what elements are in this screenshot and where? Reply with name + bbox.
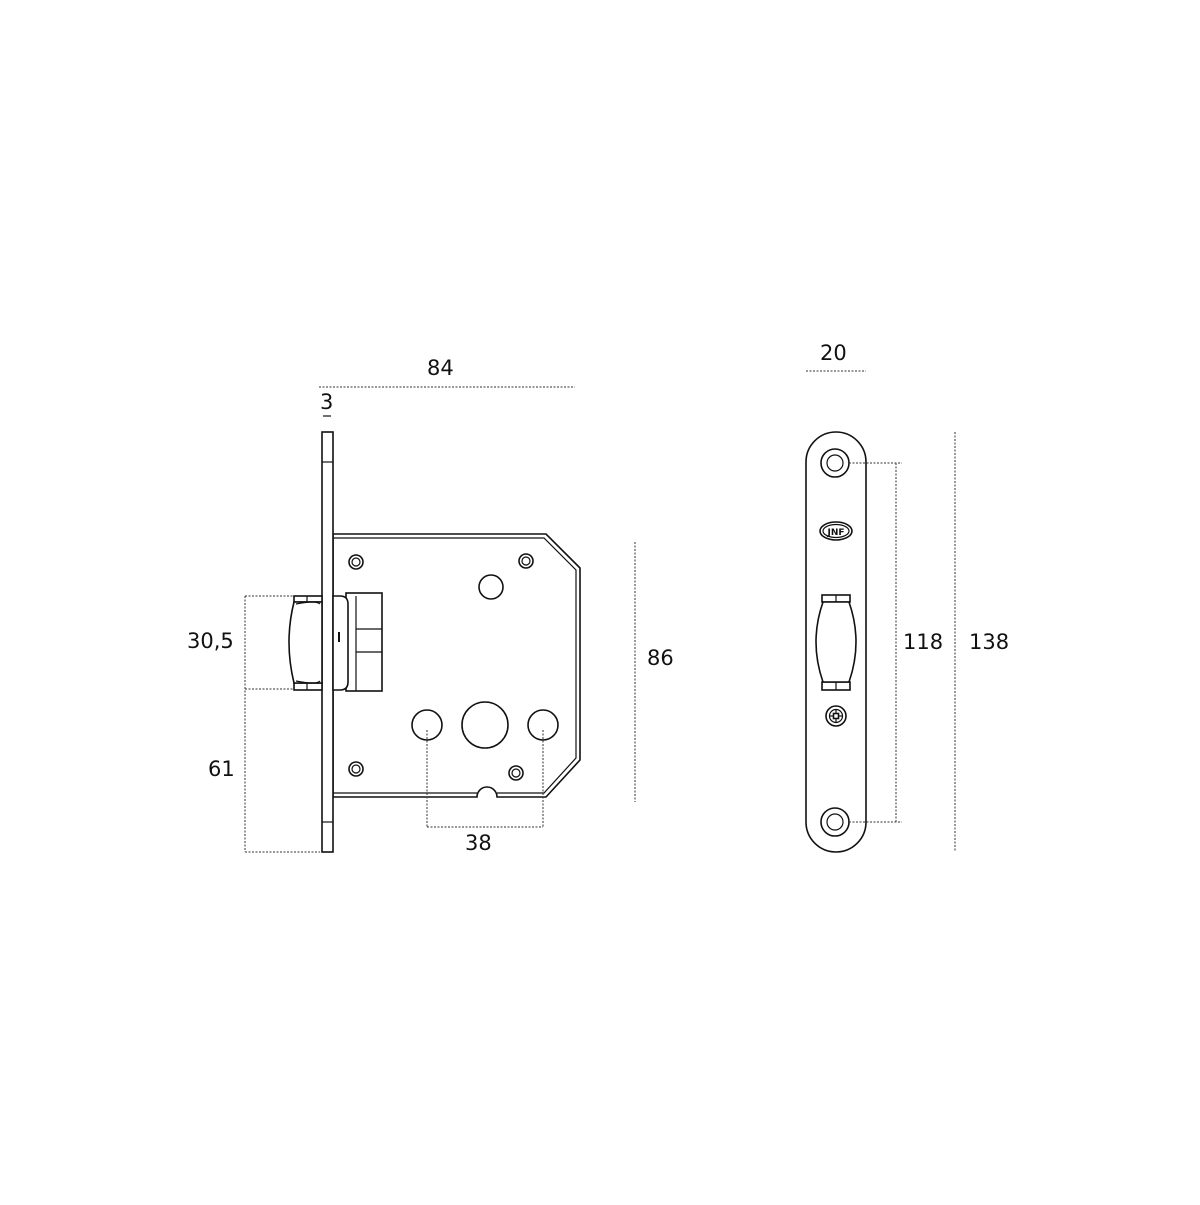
dim-label-faceplate-thickness: 3 xyxy=(320,390,334,414)
right-fixing-hole xyxy=(527,709,559,741)
left-fixing-hole xyxy=(411,709,443,741)
upper-hole xyxy=(478,574,504,600)
case-screw-top-right xyxy=(518,553,534,569)
dim-label-latch-height: 30,5 xyxy=(187,629,234,653)
dim-label-strike-width: 20 xyxy=(820,341,847,365)
spindle-hole xyxy=(461,701,509,749)
dim-label-overall-depth: 84 xyxy=(427,356,454,380)
logo-text: JNF xyxy=(826,528,844,538)
dim-label-screw-spacing: 118 xyxy=(903,630,944,654)
dim-label-backset: 61 xyxy=(208,757,235,781)
lock-case-inner-edge xyxy=(333,537,577,794)
brand-logo: JNF xyxy=(819,521,853,541)
lock-body xyxy=(244,386,636,853)
strike-latch-opening xyxy=(815,594,857,691)
case-screw-bottom-right xyxy=(508,765,524,781)
latch-housing xyxy=(332,592,383,692)
case-screw-bottom-left xyxy=(348,761,364,777)
strike-screw-bottom xyxy=(820,807,850,837)
strike-screw-top xyxy=(820,448,850,478)
lock-case xyxy=(332,533,581,798)
strike-plate: JNF xyxy=(805,370,956,853)
adjustment-screw xyxy=(825,705,847,727)
dim-label-body-height: 86 xyxy=(647,646,674,670)
latch-bolt xyxy=(288,595,323,691)
faceplate xyxy=(321,431,334,853)
case-screw-top-left xyxy=(348,554,364,570)
dim-label-hole-spacing: 38 xyxy=(465,831,492,855)
dim-label-strike-height: 138 xyxy=(969,630,1010,654)
